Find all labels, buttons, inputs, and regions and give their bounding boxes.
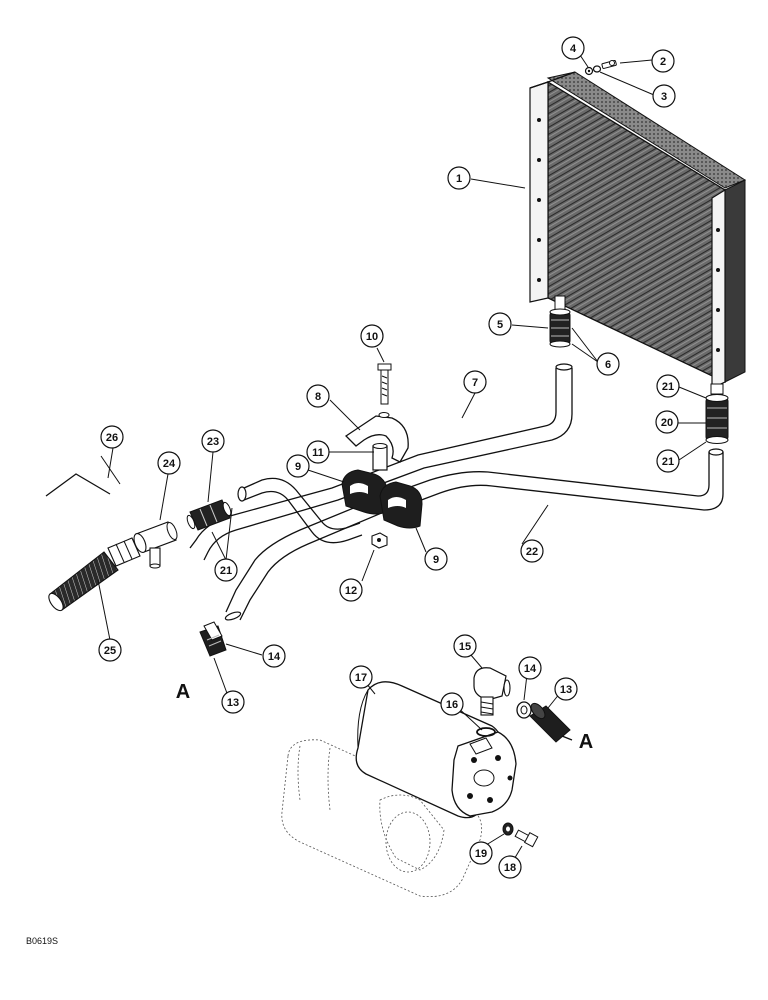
- head-bolt: [514, 829, 539, 848]
- callout-21-cooler-bottom: 21: [656, 449, 680, 473]
- svg-text:21: 21: [220, 565, 232, 577]
- callout-22: 22: [520, 539, 544, 563]
- clamp-block-upper: [341, 469, 389, 515]
- adapter-fitting: [107, 537, 141, 567]
- svg-text:11: 11: [312, 447, 324, 459]
- callout-6: 6: [596, 352, 620, 376]
- callout-5: 5: [488, 312, 512, 336]
- hose-section: [529, 702, 571, 743]
- clamp-bolt: [377, 363, 392, 405]
- svg-text:26: 26: [106, 432, 118, 444]
- callout-9-lower: 9: [424, 547, 448, 571]
- svg-text:14: 14: [268, 651, 281, 663]
- reference-mark-a-upper: A: [176, 681, 190, 703]
- reference-mark-a-lower: A: [579, 731, 593, 753]
- callout-20: 20: [655, 410, 679, 434]
- callout-12: 12: [339, 578, 363, 602]
- outlet-stub: [554, 295, 566, 311]
- cooler-tube-lower: [224, 448, 724, 621]
- hose-barb-fitting: [199, 621, 227, 657]
- svg-text:7: 7: [472, 377, 478, 389]
- svg-text:13: 13: [227, 697, 239, 709]
- svg-text:20: 20: [661, 417, 673, 429]
- figure-code: B0619S: [26, 936, 58, 946]
- svg-text:9: 9: [295, 461, 301, 473]
- callout-7: 7: [463, 370, 487, 394]
- callout-8: 8: [306, 384, 330, 408]
- svg-text:16: 16: [446, 699, 458, 711]
- elbow-fitting: [473, 667, 511, 716]
- svg-text:14: 14: [524, 663, 537, 675]
- callout-14-lower: 14: [518, 656, 542, 680]
- frame-outline: [45, 473, 111, 497]
- callout-14-upper: 14: [262, 644, 286, 668]
- callout-11: 11: [306, 440, 330, 464]
- coupling-hose-right: [705, 394, 729, 444]
- svg-text:18: 18: [504, 862, 516, 874]
- callout-2: 2: [651, 49, 675, 73]
- clamp-strap: [344, 412, 409, 463]
- callout-23: 23: [201, 429, 225, 453]
- svg-text:6: 6: [605, 359, 611, 371]
- svg-text:15: 15: [459, 641, 471, 653]
- hose-clamp-upper: [549, 308, 571, 348]
- suction-hose: [48, 551, 119, 612]
- svg-text:5: 5: [497, 319, 503, 331]
- callout-13-upper: 13: [221, 690, 245, 714]
- callout-18: 18: [498, 855, 522, 879]
- cooler-lower-outlet: [710, 383, 724, 395]
- pump-ghost-outline: [281, 739, 483, 898]
- callout-26: 26: [100, 425, 124, 449]
- svg-text:10: 10: [366, 331, 378, 343]
- callout-25: 25: [98, 638, 122, 662]
- svg-text:3: 3: [661, 91, 667, 103]
- coupling-hose: [549, 311, 571, 345]
- clamp-block-lower: [379, 481, 423, 529]
- svg-text:12: 12: [345, 585, 357, 597]
- callout-13-lower: 13: [554, 677, 578, 701]
- leader-lines: [97, 54, 707, 867]
- svg-text:1: 1: [456, 173, 462, 185]
- svg-text:23: 23: [207, 436, 219, 448]
- callout-21-left: 21: [214, 558, 238, 582]
- hose-clamp-lower: [516, 701, 532, 719]
- svg-text:24: 24: [163, 458, 176, 470]
- mounting-bolt: [601, 59, 617, 69]
- tee-fitting: [133, 521, 178, 569]
- head-washer: [502, 822, 514, 836]
- callout-15: 15: [453, 634, 477, 658]
- lock-washer: [592, 65, 602, 73]
- callout-9-upper: 9: [286, 454, 310, 478]
- tube-nut-fitting-23: [186, 499, 232, 531]
- callout-24: 24: [157, 451, 181, 475]
- svg-text:22: 22: [526, 546, 538, 558]
- svg-text:19: 19: [475, 848, 487, 860]
- callout-16: 16: [440, 692, 464, 716]
- callout-10: 10: [360, 324, 384, 348]
- callout-19: 19: [469, 841, 493, 865]
- filter-head: [451, 731, 517, 817]
- oil-cooler: [529, 71, 747, 389]
- clamp-spacer: [372, 443, 388, 471]
- o-ring: [476, 727, 496, 737]
- svg-text:21: 21: [662, 381, 674, 393]
- svg-text:9: 9: [433, 554, 439, 566]
- svg-text:8: 8: [315, 391, 321, 403]
- svg-text:2: 2: [660, 56, 666, 68]
- callout-3: 3: [652, 84, 676, 108]
- svg-text:4: 4: [570, 43, 577, 55]
- return-tube-left: [237, 477, 363, 544]
- callout-21-cooler-top: 21: [656, 374, 680, 398]
- svg-text:21: 21: [662, 456, 674, 468]
- svg-text:13: 13: [560, 684, 572, 696]
- callout-17: 17: [349, 665, 373, 689]
- flat-washer: [584, 66, 594, 76]
- svg-text:17: 17: [355, 672, 367, 684]
- clamp-nut: [371, 532, 388, 549]
- svg-text:25: 25: [104, 645, 116, 657]
- callout-4: 4: [561, 36, 585, 60]
- callout-1: 1: [447, 166, 471, 190]
